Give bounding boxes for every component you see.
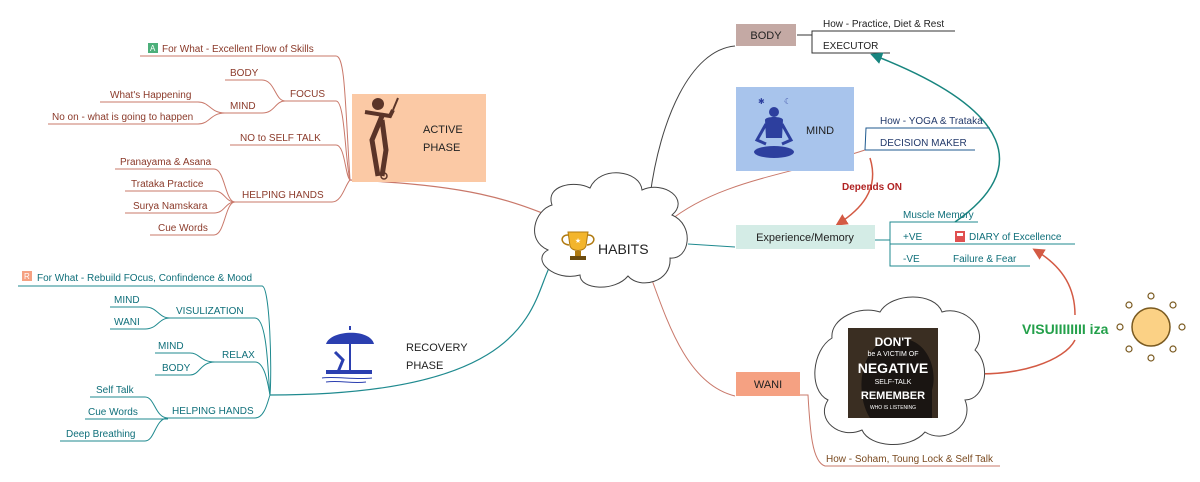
- active-hh-item-3: Cue Words: [158, 223, 208, 234]
- golf-icon: [364, 97, 399, 180]
- poster-line-4: SELF-TALK: [875, 379, 912, 386]
- mind-how: How - YOGA & Trataka: [880, 116, 983, 127]
- recovery-relax-body: BODY: [162, 363, 191, 374]
- poster-line-1: DON'T: [875, 335, 913, 349]
- rain-umbrella-icon: [321, 326, 374, 384]
- wani-box: [736, 372, 800, 396]
- experience-label: Experience/Memory: [756, 232, 854, 244]
- experience-failure: Failure & Fear: [953, 254, 1017, 265]
- recovery-hh-item-2: Deep Breathing: [66, 429, 136, 440]
- recovery-vis-label: VISULIZATION: [176, 306, 244, 317]
- meditation-icon: ✱ ☾: [754, 97, 794, 158]
- experience-diary: DIARY of Excellence: [969, 232, 1062, 243]
- experience-muscle-memory: Muscle Memory: [903, 210, 974, 221]
- wani-label: WANI: [754, 379, 782, 391]
- svg-text:★: ★: [575, 237, 581, 245]
- recovery-relax-label: RELAX: [222, 350, 255, 361]
- active-phase-line1: ACTIVE: [423, 124, 463, 136]
- depends-on-label: Depends ON: [842, 182, 902, 193]
- active-hh-item-0: Pranayama & Asana: [120, 157, 212, 168]
- wani-node: WANI How - Soham, Toung Lock & Self Talk…: [736, 296, 994, 465]
- habits-cloud: [534, 172, 688, 288]
- negative-self-talk-poster: DON'T be A VICTIM OF NEGATIVE SELF-TALK …: [848, 328, 938, 418]
- active-helping-hands: HELPING HANDS: [242, 190, 324, 201]
- body-node: BODY How - Practice, Diet & Rest EXECUTO…: [736, 19, 944, 52]
- mind-box: [736, 87, 854, 171]
- wani-how: How - Soham, Toung Lock & Self Talk: [826, 454, 994, 465]
- connector-recovery: [269, 261, 553, 396]
- sun-icon: [1116, 292, 1186, 362]
- body-how: How - Practice, Diet & Rest: [823, 19, 944, 30]
- mind-label: MIND: [806, 125, 834, 137]
- depends-on-arrow: [835, 157, 874, 226]
- experience-node: Experience/Memory Muscle Memory +VE DIAR…: [736, 210, 1062, 265]
- recovery-hh-item-0: Self Talk: [96, 385, 135, 396]
- active-phase-labels: A For What - Excellent Flow of Skills BO…: [52, 43, 325, 234]
- recovery-helping-hands: HELPING HANDS: [172, 406, 254, 417]
- active-phase-node: ACTIVE PHASE: [352, 94, 486, 182]
- connector-experience: [687, 243, 736, 248]
- active-for-what: For What - Excellent Flow of Skills: [162, 44, 314, 55]
- svg-text:✱: ✱: [758, 97, 765, 106]
- trophy-icon: ★: [561, 231, 595, 260]
- poster-head: [861, 337, 934, 418]
- svg-text:☾: ☾: [784, 97, 791, 106]
- recovery-relax-mind: MIND: [158, 341, 184, 352]
- active-hh-item-2: Surya Namskara: [133, 201, 208, 212]
- recovery-phase-labels: R For What - Rebuild FOcus, Confindence …: [22, 271, 255, 440]
- active-focus-body: BODY: [230, 68, 259, 79]
- experience-box: [736, 225, 875, 249]
- right-tree-lines: [797, 30, 1075, 467]
- svg-text:R: R: [24, 272, 30, 281]
- recovery-phase-line2: PHASE: [406, 360, 443, 372]
- poster-line-6: WHO IS LISTENING: [870, 405, 916, 411]
- flag-icon: [148, 43, 158, 53]
- diary-arrow: [1032, 248, 1076, 316]
- body-label: BODY: [750, 30, 782, 42]
- active-hh-item-1: Trataka Practice: [131, 179, 204, 190]
- experience-minus-ve: -VE: [903, 254, 920, 265]
- diary-icon: [955, 231, 965, 242]
- active-no-self-talk: NO to SELF TALK: [240, 133, 321, 144]
- active-focus-label: FOCUS: [290, 89, 325, 100]
- flag-icon-recovery: [22, 271, 32, 281]
- recovery-vis-mind: MIND: [114, 295, 140, 306]
- poster-line-5: REMEMBER: [861, 390, 925, 402]
- recovery-phase-line1: RECOVERY: [406, 342, 468, 354]
- experience-plus-ve: +VE: [903, 232, 923, 243]
- habits-title: HABITS: [598, 241, 649, 257]
- mind-decision-maker: DECISION MAKER: [880, 138, 967, 149]
- poster-line-3: NEGATIVE: [858, 360, 929, 376]
- active-no-on: No on - what is going to happen: [52, 112, 193, 123]
- habits-node: ★ HABITS: [534, 172, 688, 288]
- visualization-label: VISUIIIIIIII iza: [1022, 321, 1109, 337]
- recovery-vis-wani: WANI: [114, 317, 140, 328]
- body-box: [736, 24, 796, 46]
- connector-wani: [651, 279, 736, 397]
- active-tree-lines: [48, 55, 351, 236]
- executor-arrow: [870, 52, 1001, 223]
- recovery-for-what: For What - Rebuild FOcus, Confindence & …: [37, 273, 252, 284]
- body-executor: EXECUTOR: [823, 41, 878, 52]
- active-whats-happening: What's Happening: [110, 90, 191, 101]
- active-phase-line2: PHASE: [423, 142, 460, 154]
- svg-text:A: A: [150, 44, 156, 53]
- recovery-tree-lines: [18, 285, 272, 442]
- connector-active: [349, 179, 556, 219]
- recovery-phase-node: RECOVERY PHASE: [321, 326, 468, 384]
- mind-node: ✱ ☾ MIND How - YOGA & Trataka DECISION M…: [736, 87, 983, 171]
- poster-line-2: be A VICTIM OF: [868, 351, 919, 358]
- connector-body: [649, 45, 736, 197]
- recovery-hh-item-1: Cue Words: [88, 407, 138, 418]
- active-focus-mind: MIND: [230, 101, 256, 112]
